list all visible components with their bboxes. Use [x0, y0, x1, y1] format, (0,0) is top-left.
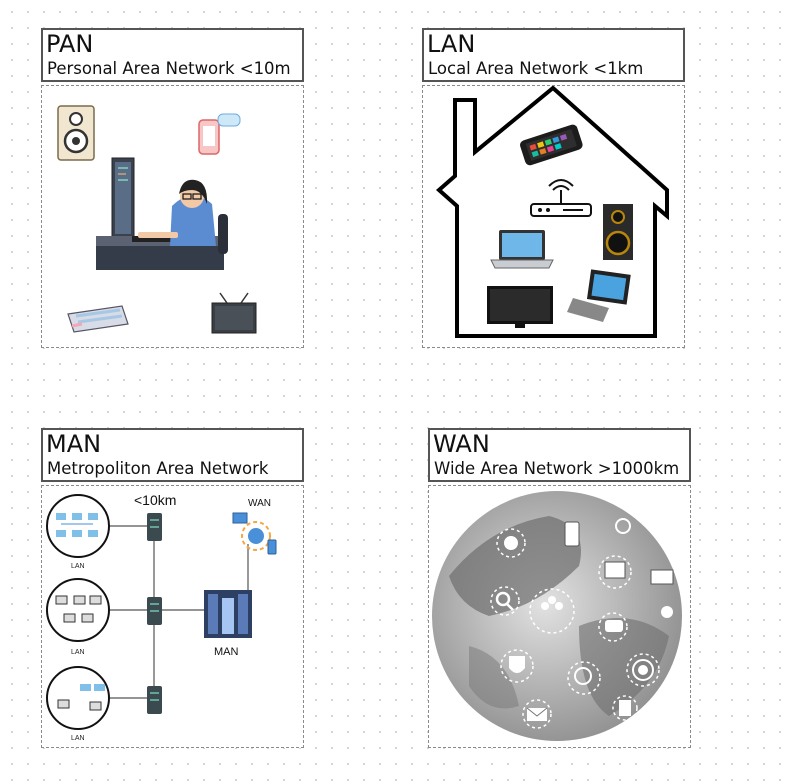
- globe-icon-rings: [490, 528, 660, 729]
- video-icon: [650, 569, 674, 585]
- globe-icon: [432, 491, 682, 741]
- speaker-icon: [603, 204, 633, 260]
- shield-icon: [509, 656, 525, 673]
- pan-subtitle: Personal Area Network <10m: [47, 59, 291, 78]
- server-icon: [147, 686, 162, 714]
- chat-icon: [605, 620, 623, 632]
- server-icon: [147, 597, 162, 625]
- wan-panel: [428, 485, 691, 748]
- lan-subtitle: Local Area Network <1km: [428, 59, 644, 78]
- presentation-icon: [604, 561, 626, 579]
- tv-icon: [211, 292, 257, 334]
- lan-title-box: LAN Local Area Network <1km: [422, 28, 685, 82]
- lan-circle-2: [46, 578, 110, 642]
- lan-panel: [422, 85, 685, 348]
- wan-icon: [232, 512, 277, 555]
- lan-label-3: LAN: [71, 735, 85, 742]
- wan-label: WAN: [248, 498, 271, 509]
- man-diagram: LAN LAN LAN <10km WAN: [46, 492, 277, 742]
- server-icon: [147, 513, 162, 541]
- headset-icon: [615, 518, 631, 534]
- lan-circle-3: [46, 666, 110, 730]
- pan-panel: [41, 85, 304, 348]
- phone-icon: [198, 113, 241, 155]
- router-icon: [530, 179, 592, 217]
- pan-title-box: PAN Personal Area Network <10m: [41, 28, 304, 82]
- man-title-box: MAN Metropoliton Area Network: [41, 428, 304, 482]
- man-node-label: MAN: [214, 646, 239, 658]
- wan-illustration: [432, 491, 682, 741]
- lan-label-1: LAN: [71, 563, 85, 570]
- laptop-icon: [490, 230, 554, 269]
- man-panel: LAN LAN LAN <10km WAN: [41, 485, 304, 748]
- man-subtitle: Metropoliton Area Network: [47, 459, 269, 478]
- phone-icon: [520, 124, 583, 166]
- gear-icon: [504, 536, 518, 550]
- man-distance-label: <10km: [134, 492, 176, 508]
- mail-icon: [526, 707, 548, 721]
- lan-title: LAN: [427, 30, 476, 58]
- house-outline-icon: [435, 86, 669, 338]
- lan-illustration: [435, 86, 669, 338]
- speaker-icon: [57, 105, 95, 161]
- pan-illustration: [57, 105, 257, 334]
- lan-label-2: LAN: [71, 649, 85, 656]
- wan-subtitle: Wide Area Network >1000km: [434, 459, 680, 478]
- keyboard-icon: [67, 305, 129, 333]
- signal-icon: [632, 659, 654, 681]
- desktop-user-icon: [96, 157, 228, 270]
- lightbulb-icon: [661, 606, 673, 618]
- man-title: MAN: [46, 430, 102, 458]
- tv-icon: [487, 286, 553, 328]
- globe-search-icon: [574, 667, 592, 685]
- wan-title-box: WAN Wide Area Network >1000km: [428, 428, 691, 482]
- search-icon: [495, 591, 514, 611]
- desktop-icon: [567, 269, 631, 322]
- pan-title: PAN: [46, 30, 94, 58]
- lan-circle-1: [46, 494, 110, 558]
- data-center-icon: [204, 590, 252, 638]
- wan-title: WAN: [433, 430, 490, 458]
- phone-icon: [564, 521, 580, 547]
- people-icon: [541, 596, 563, 610]
- document-icon: [619, 700, 631, 716]
